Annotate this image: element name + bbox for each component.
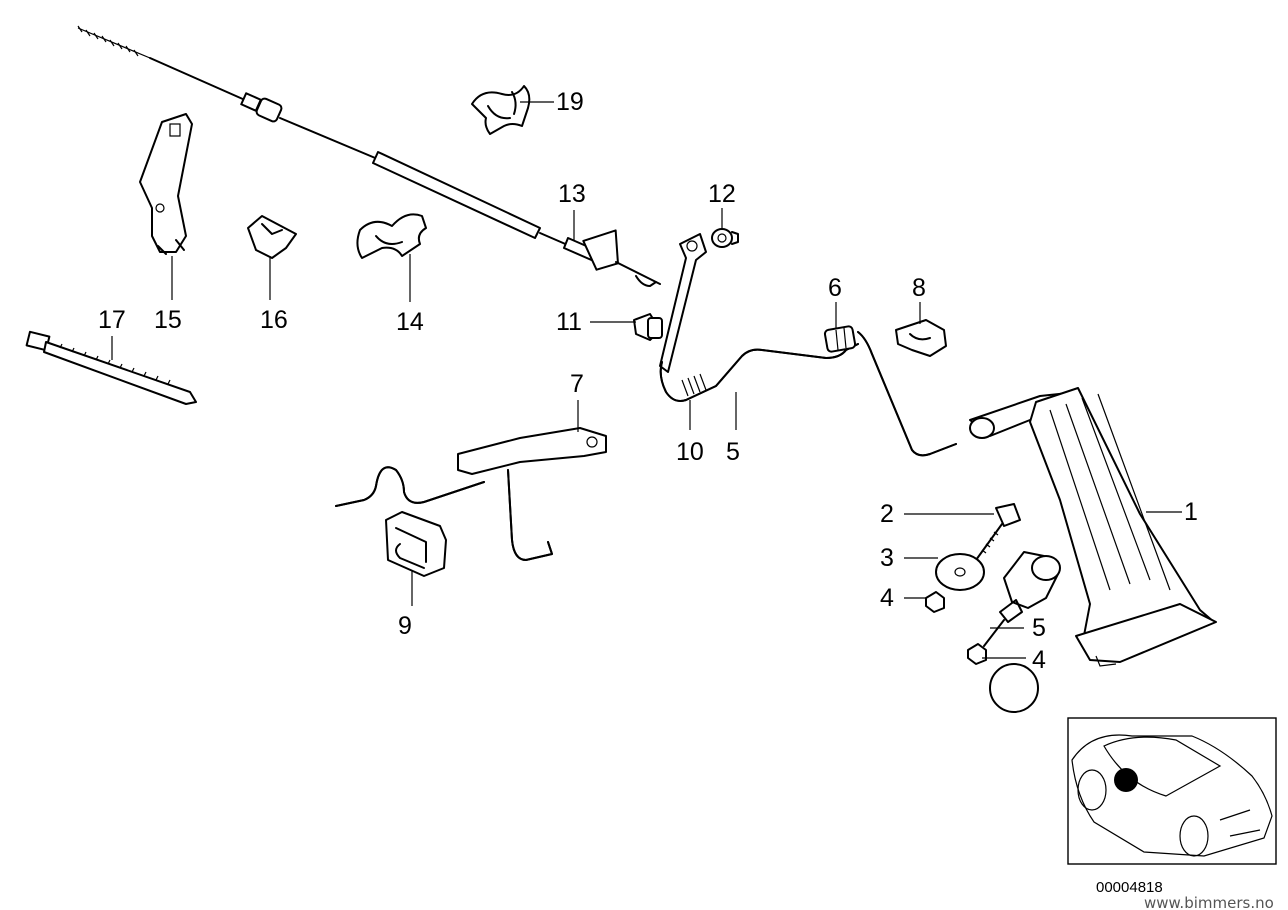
watermark: www.bimmers.no	[1144, 894, 1274, 910]
callout-19: 19	[556, 88, 584, 116]
leader-lines	[111, 101, 1182, 659]
bracket-16	[139, 113, 193, 255]
callout-17: 16	[260, 306, 288, 334]
bushing-8	[823, 325, 857, 353]
callout-4b: 4	[1032, 646, 1046, 674]
stop-switch-5	[983, 551, 1061, 647]
linkage-rod-6	[659, 331, 957, 457]
plug-12	[633, 313, 663, 341]
callout-15: 14	[396, 308, 424, 336]
spring-11	[681, 373, 707, 397]
nut-4a	[925, 591, 945, 613]
callout-2: 2	[880, 500, 894, 528]
callout-4a: 4	[880, 584, 894, 612]
pedal-lever-7	[335, 427, 607, 561]
callout-14: 13	[558, 180, 586, 208]
clip-17	[247, 215, 297, 259]
lever-arm	[659, 233, 707, 373]
vehicle-location-inset	[1067, 717, 1277, 865]
round-cap	[989, 663, 1039, 713]
callout-1: 1	[1184, 498, 1198, 526]
bolt-2	[975, 503, 1021, 561]
cable-tie-18	[25, 330, 197, 405]
callout-8: 6	[828, 274, 842, 302]
washer-3	[935, 553, 985, 591]
diagram-number: 00004818	[1096, 879, 1163, 896]
callout-7: 7	[570, 370, 584, 398]
callout-9: 8	[912, 274, 926, 302]
clip-9	[895, 319, 947, 357]
bushing-clip-10	[385, 511, 447, 577]
clip-19	[471, 85, 531, 135]
callout-12: 11	[556, 308, 582, 336]
callout-13: 12	[708, 180, 736, 208]
nut-4b	[967, 643, 987, 665]
clip-15	[356, 213, 427, 259]
washer-13	[711, 228, 739, 248]
callout-18: 17	[98, 306, 126, 334]
callout-5: 5	[1032, 614, 1046, 642]
callouts: 19 13 12 11 6 8 7 10 5 15 16 14 17 9 1 2…	[98, 88, 1198, 674]
callout-10: 9	[398, 612, 412, 640]
callout-3: 3	[880, 544, 894, 572]
callout-6: 5	[726, 438, 740, 466]
throttle-cable	[77, 25, 661, 287]
location-marker	[1114, 768, 1138, 792]
accelerator-pedal-1	[969, 387, 1217, 667]
callout-16: 15	[154, 306, 182, 334]
callout-11: 10	[676, 438, 704, 466]
